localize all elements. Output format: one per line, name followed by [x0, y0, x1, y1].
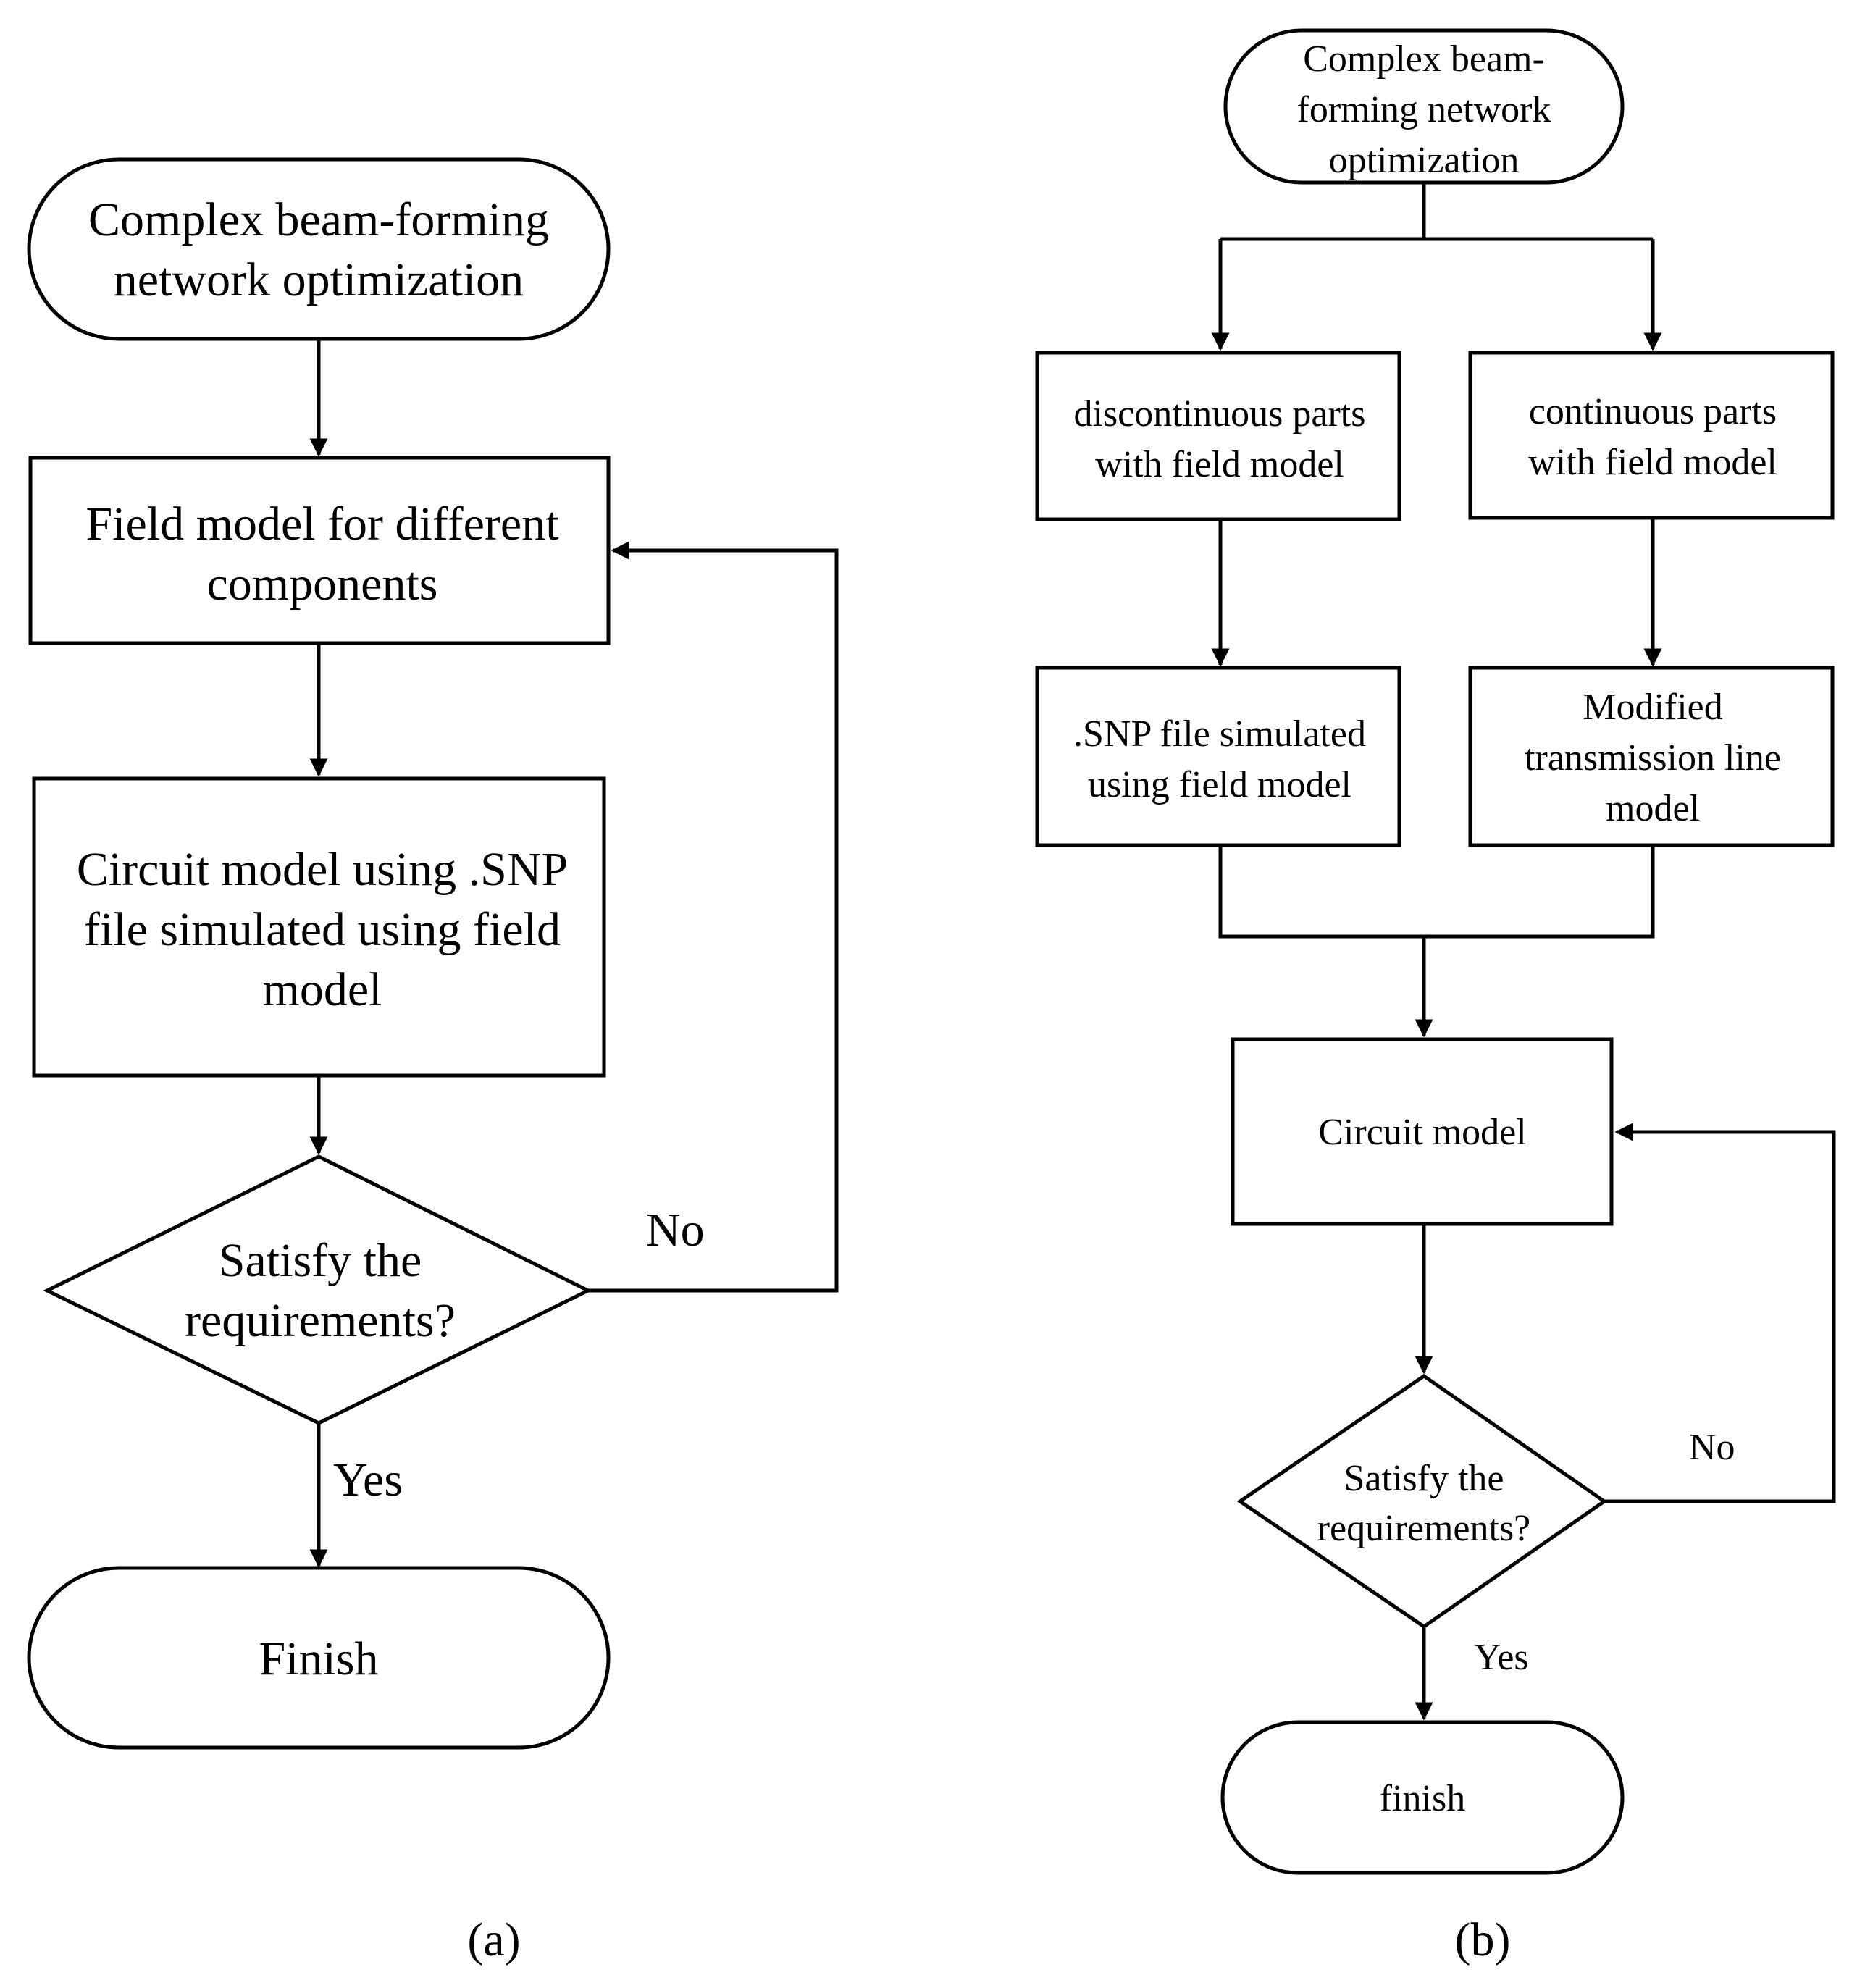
b-continuous-line-1: continuous parts — [1529, 391, 1777, 432]
caption-b: (b) — [1455, 1913, 1511, 1966]
a-circuit-model-line-2: file simulated using field — [84, 903, 561, 956]
b-arrow-no-loop — [1604, 1123, 1836, 1503]
b-snp-file-box: .SNP file simulated using field model — [1035, 666, 1401, 847]
a-start-line-2: network optimization — [114, 253, 524, 306]
a-arrow-no-loop — [588, 541, 839, 1293]
b-circuit-model-label: Circuit model — [1318, 1112, 1526, 1153]
b-finish-terminal: finish — [1220, 1720, 1625, 1875]
a-start-terminal: Complex beam-forming network optimizatio… — [27, 157, 611, 341]
a-yes-label: Yes — [333, 1454, 403, 1506]
b-start-line-2: forming network — [1297, 89, 1551, 130]
a-circuit-model-line-1: Circuit model using .SNP — [77, 843, 568, 896]
a-finish-terminal: Finish — [27, 1566, 611, 1750]
a-decision-diamond: Satisfy the requirements? — [43, 1154, 592, 1425]
diagram-a: Complex beam-forming network optimizatio… — [27, 157, 839, 1966]
b-discontinuous-box: discontinuous parts with field model — [1035, 351, 1401, 521]
b-discontinuous-line-2: with field model — [1095, 444, 1344, 485]
b-transmission-line-1: Modified — [1583, 687, 1723, 728]
a-decision-line-2: requirements? — [185, 1294, 456, 1347]
b-no-label: No — [1689, 1427, 1735, 1468]
b-snp-line-1: .SNP file simulated — [1073, 713, 1366, 755]
b-start-line-3: optimization — [1329, 140, 1520, 181]
a-circuit-model-line-3: model — [263, 963, 382, 1016]
b-finish-label: finish — [1380, 1778, 1465, 1819]
b-transmission-line-2: transmission line — [1525, 737, 1781, 779]
b-circuit-model-box: Circuit model — [1231, 1037, 1614, 1226]
caption-a: (a) — [467, 1913, 520, 1966]
a-finish-label: Finish — [259, 1632, 378, 1685]
a-field-model-box: Field model for different components — [28, 456, 611, 645]
b-discontinuous-line-1: discontinuous parts — [1074, 393, 1366, 435]
b-transmission-line-3: model — [1606, 788, 1700, 829]
b-decision-line-1: Satisfy the — [1344, 1458, 1504, 1499]
b-continuous-box: continuous parts with field model — [1468, 351, 1835, 520]
a-circuit-model-box: Circuit model using .SNP file simulated … — [32, 776, 606, 1078]
diagram-b: Complex beam- forming network optimizati… — [1035, 28, 1836, 1966]
b-merge-bar — [1218, 845, 1655, 939]
b-transmission-box: Modified transmission line model — [1468, 666, 1835, 847]
a-decision-line-1: Satisfy the — [219, 1234, 422, 1287]
b-continuous-line-2: with field model — [1528, 442, 1777, 483]
b-start-terminal: Complex beam- forming network optimizati… — [1223, 28, 1625, 185]
a-start-line-1: Complex beam-forming — [88, 193, 549, 246]
b-decision-diamond: Satisfy the requirements? — [1236, 1373, 1608, 1630]
b-yes-label: Yes — [1474, 1637, 1529, 1678]
b-decision-line-2: requirements? — [1317, 1508, 1531, 1549]
b-start-line-1: Complex beam- — [1303, 38, 1545, 80]
a-no-label: No — [646, 1204, 705, 1257]
a-field-model-line-2: components — [207, 558, 438, 611]
a-field-model-line-1: Field model for different — [85, 498, 558, 550]
b-snp-line-2: using field model — [1088, 764, 1351, 805]
